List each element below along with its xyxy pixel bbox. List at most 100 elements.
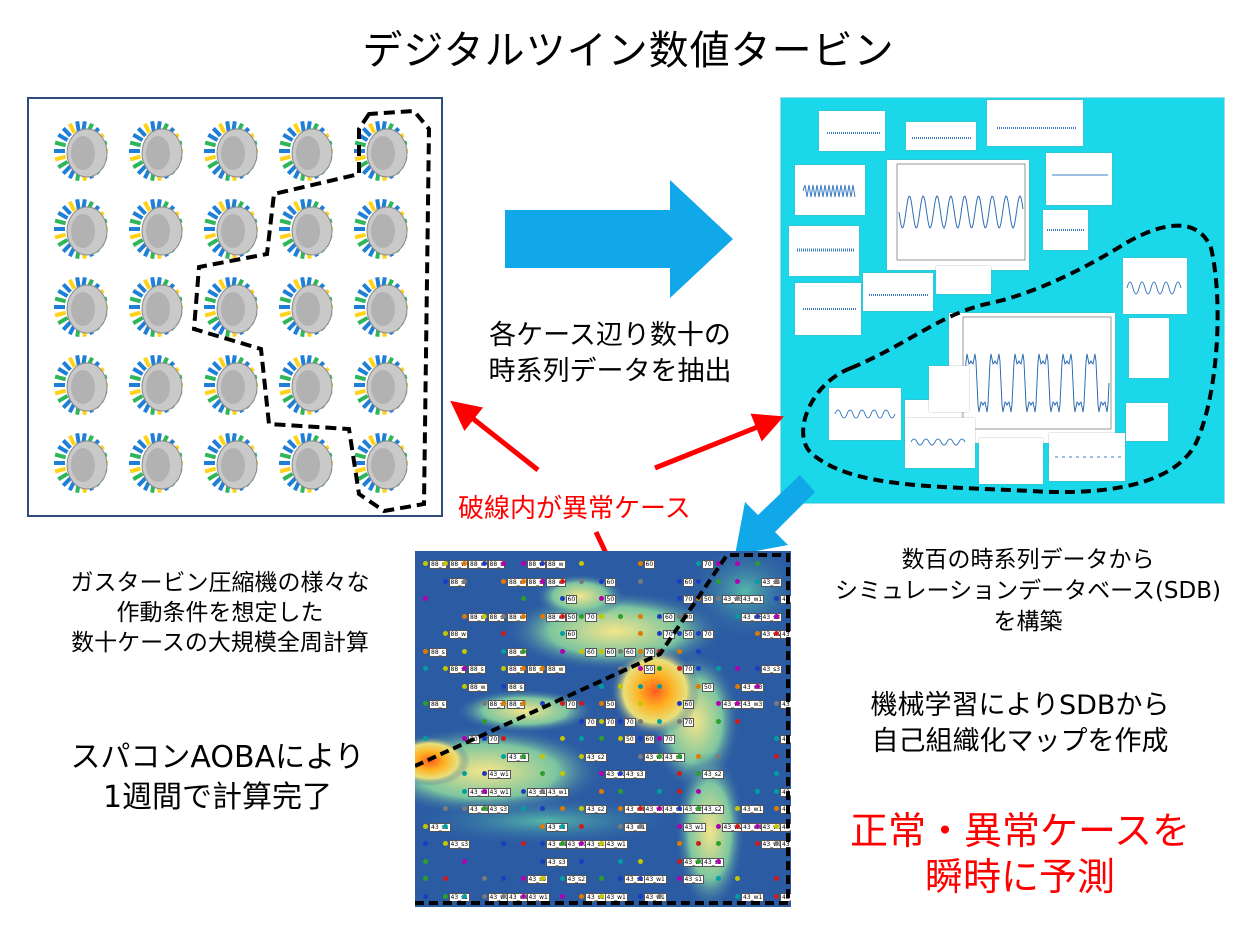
som-node bbox=[559, 841, 565, 846]
som-node-label: 70 bbox=[585, 717, 597, 727]
rotor-icon bbox=[129, 276, 183, 338]
som-node bbox=[754, 561, 760, 566]
som-node bbox=[657, 683, 662, 689]
som-node bbox=[598, 876, 604, 881]
som-node bbox=[774, 736, 779, 741]
som-node bbox=[715, 596, 721, 601]
som-node bbox=[501, 631, 506, 636]
rotor-icon bbox=[279, 120, 333, 182]
som-node-label: 43_s2 bbox=[585, 752, 607, 762]
som-node bbox=[423, 823, 428, 829]
som-node bbox=[676, 578, 682, 584]
mini-plot bbox=[795, 165, 865, 215]
mini-plot bbox=[1123, 258, 1187, 314]
som-node bbox=[696, 648, 701, 654]
som-node bbox=[579, 893, 584, 899]
som-node bbox=[442, 561, 448, 566]
left-caption: ガスタービン圧縮機の様々な 作動条件を想定した 数十ケースの大規模全周計算 bbox=[70, 570, 370, 656]
som-node bbox=[735, 578, 740, 584]
som-node bbox=[754, 631, 760, 636]
som-node-label: 43_w1 bbox=[487, 787, 511, 797]
som-node bbox=[540, 858, 545, 864]
som-node-label: 43_w1 bbox=[682, 822, 706, 832]
som-node bbox=[501, 753, 506, 759]
main-time-plot bbox=[887, 160, 1029, 270]
som-node bbox=[657, 753, 662, 759]
som-node bbox=[657, 736, 662, 741]
rotor-icon bbox=[354, 276, 408, 338]
som-node bbox=[540, 578, 545, 584]
som-node bbox=[696, 666, 701, 671]
som-node bbox=[442, 666, 448, 671]
som-node-label: 88_s bbox=[429, 647, 447, 657]
som-node bbox=[579, 701, 584, 706]
som-node-label: 60 bbox=[643, 735, 656, 744]
time-series-panel bbox=[780, 97, 1225, 504]
som-node bbox=[481, 701, 487, 706]
som-node bbox=[754, 613, 760, 619]
som-node bbox=[501, 648, 506, 654]
som-node bbox=[559, 736, 565, 741]
som-node bbox=[754, 823, 760, 829]
som-node bbox=[481, 736, 487, 741]
som-node bbox=[579, 841, 584, 846]
som-node bbox=[442, 578, 448, 584]
som-node bbox=[423, 701, 428, 706]
abnormal-label: 破線内が異常ケース bbox=[458, 494, 691, 524]
som-node-label: 70 bbox=[682, 665, 695, 674]
som-node bbox=[559, 596, 565, 601]
som-node bbox=[715, 561, 721, 566]
som-node bbox=[676, 753, 682, 759]
som-node-label: 60 bbox=[604, 647, 617, 657]
som-node bbox=[462, 666, 467, 671]
som-node bbox=[676, 596, 682, 601]
som-node bbox=[579, 613, 584, 619]
rotor-icon bbox=[54, 432, 108, 494]
rotor-icon bbox=[129, 354, 183, 416]
som-node bbox=[462, 683, 467, 689]
som-node-label: 70 bbox=[643, 647, 656, 657]
som-node bbox=[559, 823, 565, 829]
som-node-label: 88_w bbox=[468, 682, 488, 692]
som-node bbox=[754, 683, 760, 689]
som-node-label: 50 bbox=[565, 612, 578, 622]
som-node bbox=[774, 753, 779, 759]
som-node bbox=[618, 683, 623, 689]
som-node-label: 43_s2 bbox=[702, 770, 724, 779]
som-node bbox=[637, 648, 643, 654]
som-node bbox=[618, 613, 623, 619]
som-node bbox=[715, 718, 721, 724]
right-arrow-icon bbox=[505, 180, 733, 298]
som-node bbox=[637, 683, 643, 689]
som-node-label: 70 bbox=[585, 612, 597, 622]
som-node bbox=[598, 841, 604, 846]
som-node-label: 43_w1 bbox=[741, 595, 765, 604]
som-node bbox=[637, 753, 643, 759]
som-node-label: 88_w bbox=[507, 577, 527, 587]
mini-plot bbox=[863, 273, 933, 311]
som-node bbox=[676, 876, 682, 881]
som-node bbox=[579, 736, 584, 741]
som-node bbox=[735, 613, 740, 619]
som-node-label: 60 bbox=[565, 595, 578, 604]
som-node bbox=[579, 718, 584, 724]
som-node bbox=[501, 578, 506, 584]
som-node bbox=[501, 841, 506, 846]
som-node bbox=[579, 823, 584, 829]
som-node bbox=[735, 823, 740, 829]
som-node-label: 88_w bbox=[546, 612, 566, 622]
som-node bbox=[696, 806, 701, 811]
som-node bbox=[657, 631, 662, 636]
som-node bbox=[559, 631, 565, 636]
rotor-icon bbox=[204, 432, 258, 494]
abnormal-boundary bbox=[191, 108, 432, 514]
som-node bbox=[696, 683, 701, 689]
som-node bbox=[540, 613, 545, 619]
som-node bbox=[715, 841, 721, 846]
som-node-label: 88_w bbox=[448, 630, 469, 639]
som-node bbox=[423, 893, 428, 899]
som-node-label: 88_w bbox=[448, 560, 469, 569]
som-node bbox=[657, 893, 662, 899]
som-abnormal-boundary bbox=[415, 553, 790, 905]
som-node bbox=[481, 806, 487, 811]
